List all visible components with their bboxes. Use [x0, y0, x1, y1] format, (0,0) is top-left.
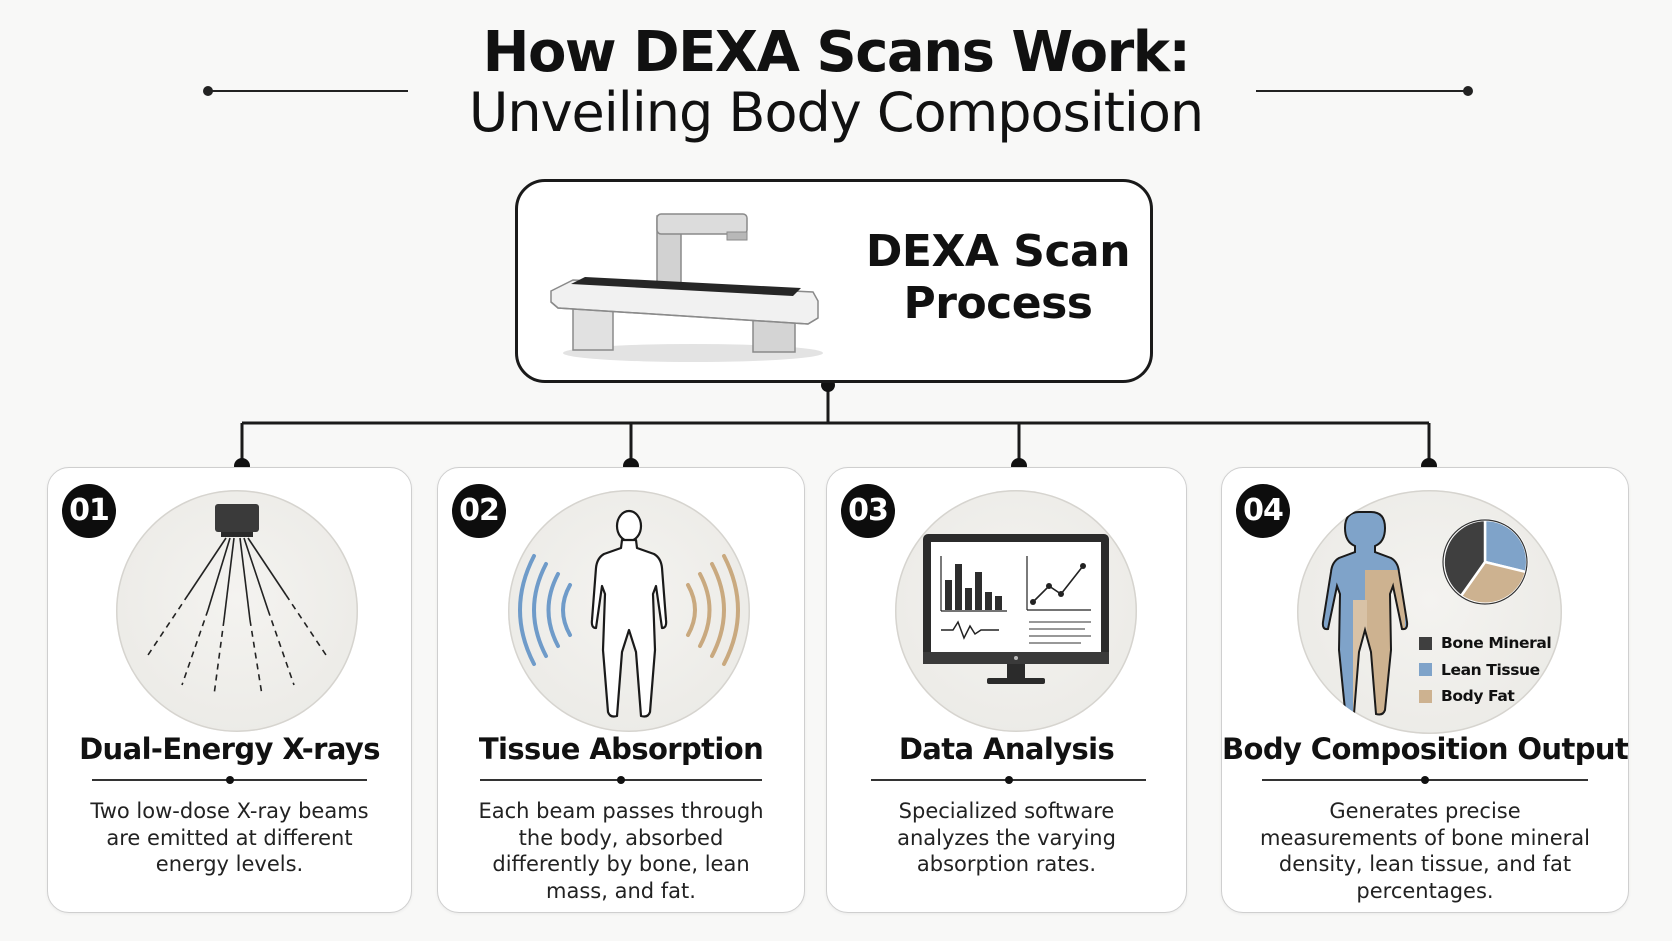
- step-card-3: 03 Data Analysis Specialized software an…: [826, 467, 1187, 913]
- fat-swatch-icon: [1419, 689, 1432, 703]
- step-description: Two low-dose X-ray beams are emitted at …: [90, 799, 369, 876]
- legend-item-fat: Body Fat: [1419, 683, 1551, 710]
- title-rule-right: [1256, 86, 1473, 96]
- step-number-badge: 03: [841, 484, 895, 538]
- legend-item-bone: Bone Mineral: [1419, 630, 1552, 657]
- title-underline: [480, 775, 762, 784]
- composition-legend: Bone Mineral Lean Tissue Body Fat: [1419, 630, 1552, 710]
- step-description: Specialized software analyzes the varyin…: [897, 799, 1116, 876]
- step-card-2: 02 Tissue Absorption Each beam passes th…: [437, 467, 805, 913]
- step-number-badge: 01: [62, 484, 116, 538]
- monitor-charts-icon: [895, 490, 1137, 732]
- title-underline: [871, 775, 1146, 784]
- body-composition-pie-icon: Bone Mineral Lean Tissue Body Fat: [1297, 490, 1562, 734]
- legend-item-lean: Lean Tissue: [1419, 657, 1551, 684]
- step-card-4: Bone Mineral Lean Tissue Body Fat 04 Bod…: [1221, 467, 1629, 913]
- step-number-badge: 02: [452, 484, 506, 538]
- process-box: DEXA Scan Process: [515, 179, 1153, 383]
- bone-swatch-icon: [1419, 636, 1432, 650]
- title-line-2: Unveiling Body Composition: [468, 81, 1204, 144]
- step-description: Each beam passes through the body, absor…: [478, 799, 764, 903]
- process-title: DEXA Scan Process: [865, 226, 1131, 329]
- dexa-scanner-icon: [550, 213, 823, 362]
- step-card-1: 01 Dual-Energy X-rays Two low-dose X-ray…: [47, 467, 412, 913]
- title-line-1: How DEXA Scans Work:: [482, 20, 1191, 85]
- title-underline: [1262, 775, 1588, 784]
- lean-swatch-icon: [1419, 663, 1432, 677]
- step-title: Data Analysis: [898, 732, 1115, 766]
- step-title: Tissue Absorption: [478, 732, 764, 766]
- xray-emitter-icon: [116, 490, 358, 732]
- human-body-waves-icon: [508, 490, 750, 732]
- step-description: Generates precise measurements of bone m…: [1260, 799, 1590, 903]
- page-title: How DEXA Scans Work: Unveiling Body Comp…: [0, 22, 1672, 142]
- step-number-badge: 04: [1236, 484, 1290, 538]
- step-title: Dual-Energy X-rays: [79, 732, 380, 766]
- title-underline: [92, 775, 367, 784]
- title-rule-left: [203, 86, 408, 96]
- step-title: Body Composition Output: [1222, 732, 1629, 766]
